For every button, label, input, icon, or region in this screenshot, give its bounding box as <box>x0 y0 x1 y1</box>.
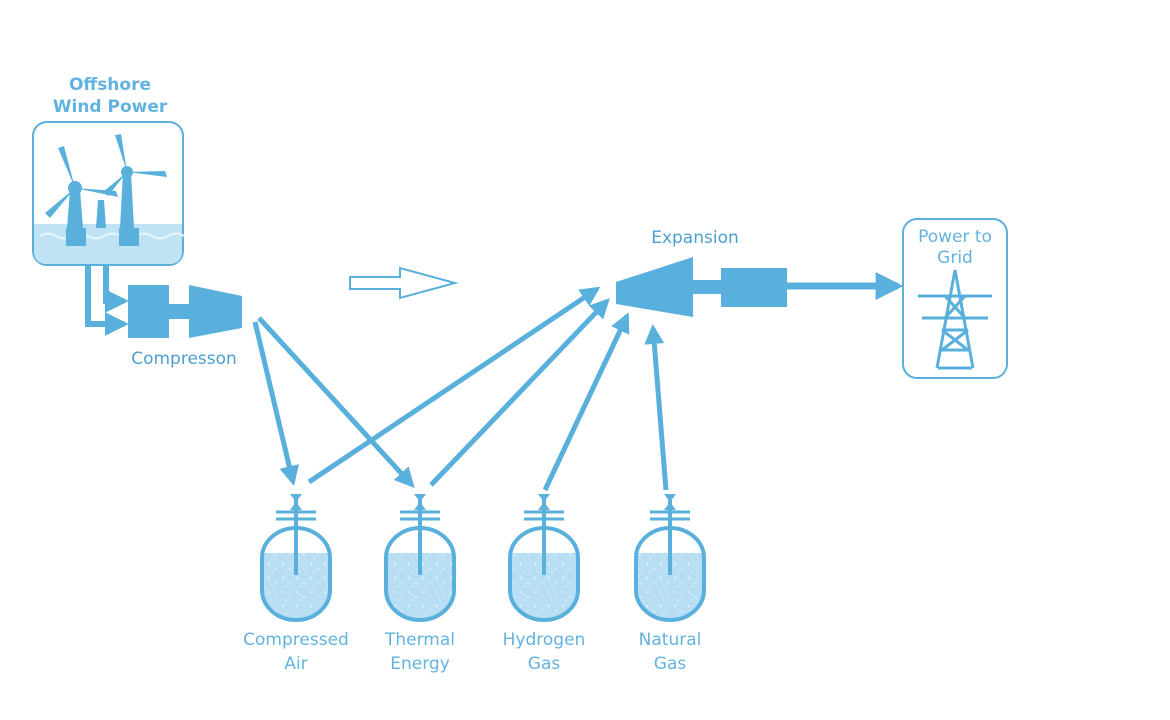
compression-label: Compresson <box>131 349 237 369</box>
valve-icon <box>664 494 676 502</box>
charge-arrows <box>252 316 415 488</box>
storage-label-line1: Hydrogen <box>503 630 586 650</box>
compressor-icon <box>128 285 242 338</box>
wind-to-compressor-pipes <box>85 264 129 336</box>
expansion-label: Expansion <box>651 228 739 248</box>
storage-tank-icon <box>260 526 332 622</box>
storage-label-line1: Compressed <box>243 630 349 650</box>
wind-turbine-icon <box>45 134 167 246</box>
storage-label-line1: Natural <box>639 630 702 650</box>
valve-icon <box>290 494 302 502</box>
storage-label-line2: Gas <box>654 654 687 674</box>
wind-label-line2: Wind Power <box>53 97 168 117</box>
offshore-wind-node: Offshore Wind Power <box>32 75 185 266</box>
valve-icon <box>414 494 426 502</box>
grid-label-line1: Power to <box>918 227 992 247</box>
discharge-arrows <box>307 286 669 492</box>
valve-icon <box>538 494 550 502</box>
transmission-tower-icon <box>918 269 992 370</box>
sea-water <box>34 224 182 264</box>
grid-panel <box>902 218 1008 379</box>
storage-tanks: CompressedAirThermalEnergyHydrogenGasNat… <box>243 494 706 674</box>
wind-label-line1: Offshore <box>69 75 151 95</box>
turbine-icon <box>616 257 722 317</box>
grid-node: Power to Grid <box>902 218 1008 379</box>
storage-tank-icon <box>508 526 580 622</box>
grid-label-line2: Grid <box>937 248 973 268</box>
storage-tank-icon <box>634 526 706 622</box>
storage-tank-icon <box>384 526 456 622</box>
storage-label-line2: Gas <box>528 654 561 674</box>
storage-label-line1: Thermal <box>384 630 455 650</box>
storage-label-line2: Air <box>284 654 307 674</box>
direction-arrow-icon <box>349 266 459 300</box>
storage-label-line2: Energy <box>390 654 450 674</box>
generator-icon <box>721 268 787 307</box>
